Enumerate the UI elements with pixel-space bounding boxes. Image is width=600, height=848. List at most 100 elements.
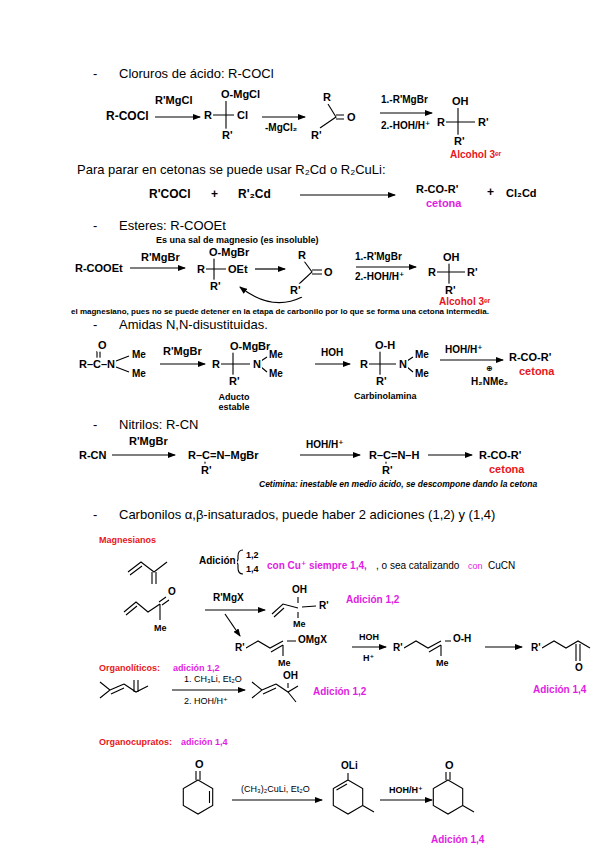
- reaction-arrow: [440, 359, 503, 360]
- bond-lines: [542, 641, 590, 661]
- text-label: H⁺: [362, 653, 375, 663]
- reaction-arrow: [130, 267, 185, 268]
- text-label: Adición 1,4: [532, 684, 587, 696]
- text-label: +: [210, 188, 219, 202]
- reaction-arrow: [300, 454, 360, 455]
- text-label: 2.-HOH/H⁺: [380, 120, 431, 132]
- chemical-bonds: [97, 101, 590, 814]
- text-label: R': [200, 464, 213, 477]
- reaction-arrow: [380, 799, 432, 800]
- text-label: 1,2: [245, 550, 260, 560]
- text-label: -: [92, 418, 98, 433]
- bond-lines: [205, 461, 386, 464]
- text-label: HOH/H⁺: [444, 344, 484, 356]
- reaction-arrow: [112, 454, 175, 455]
- text-label: R': [392, 642, 404, 654]
- text-label: CuCN: [487, 560, 516, 572]
- reaction-arrow: [225, 614, 240, 636]
- text-label: Esteres: R-COOEt: [118, 219, 227, 234]
- text-label: Es una sal de magnesio (es insoluble): [155, 235, 320, 245]
- text-label: O-H: [374, 339, 396, 352]
- text-label: OMgX: [297, 634, 328, 646]
- text-label: R': [221, 129, 234, 142]
- text-label: R–C–N: [78, 358, 116, 371]
- text-label: R'MgBr: [128, 435, 169, 448]
- text-label: R: [211, 358, 221, 371]
- reaction-arrow: [356, 266, 416, 267]
- text-label: R': [444, 284, 457, 297]
- text-label: Adición: [198, 555, 237, 567]
- text-label: R': [310, 129, 323, 142]
- text-label: R': [381, 464, 394, 477]
- text-label: Me: [268, 368, 284, 380]
- text-label: OH: [282, 670, 299, 682]
- text-label: R'₂Cd: [237, 188, 272, 202]
- bond-lines: [124, 597, 169, 620]
- bond-lines: [128, 562, 167, 584]
- text-label: O-H: [452, 633, 472, 645]
- text-label: O: [574, 662, 584, 674]
- text-label: el magnesiano, pues no se puede detener …: [70, 307, 490, 316]
- text-label: HOH: [320, 347, 344, 359]
- text-label: Me: [292, 619, 307, 629]
- text-label: 1. CH₃Li, Et₂O: [183, 674, 243, 684]
- bond-lines: [404, 641, 451, 656]
- text-label: Me: [435, 658, 450, 668]
- text-label: R: [196, 263, 206, 276]
- ring: [433, 772, 474, 814]
- text-label: R'MgBr: [140, 251, 181, 264]
- text-label: Me: [414, 349, 430, 361]
- text-label: N: [398, 358, 408, 371]
- text-label: R: [436, 116, 446, 129]
- text-label: Aducto estable: [208, 392, 260, 413]
- text-label: Alcohol 3ᵉʳ: [438, 296, 491, 308]
- text-label: O-MgCl: [220, 88, 261, 101]
- text-label: cetona: [518, 365, 555, 378]
- text-label: O-MgBr: [208, 246, 250, 259]
- reaction-arrow: [172, 689, 245, 690]
- text-label: Me: [277, 658, 292, 668]
- text-label: H₂NMe₂: [470, 376, 509, 388]
- text-label: HOH/H⁺: [388, 785, 424, 795]
- bond-lines: [211, 101, 475, 135]
- bond-lines: [205, 258, 465, 284]
- text-label: HOH/H⁺: [305, 439, 345, 451]
- text-label: R': [466, 266, 479, 279]
- text-label: R': [234, 642, 246, 654]
- text-label: R': [477, 116, 490, 129]
- reaction-arrow: [255, 268, 285, 269]
- text-label: O: [194, 758, 205, 771]
- text-label: Alcohol 3ᵉʳ: [449, 149, 502, 161]
- text-label: -: [92, 508, 98, 523]
- text-label: O: [167, 586, 177, 598]
- text-label: Me: [414, 368, 430, 380]
- text-label: con: [467, 561, 484, 571]
- text-label: R-CO-R': [415, 183, 459, 196]
- text-label: con Cu⁺ siempre 1,4,: [266, 560, 368, 572]
- reaction-arrow: [160, 363, 205, 364]
- text-label: Me: [268, 349, 284, 361]
- reaction-arrow: [380, 112, 432, 113]
- bond-lines: [252, 682, 298, 702]
- text-label: cetona: [488, 463, 525, 476]
- text-label: 1.-R'MgBr: [354, 251, 403, 263]
- text-label: adición 1,4: [180, 737, 229, 747]
- text-label: R: [203, 109, 213, 122]
- text-label: R-CN: [78, 449, 108, 462]
- text-label: 1.-R'MgBr: [380, 94, 429, 106]
- text-label: R'MgX: [212, 592, 245, 604]
- text-label: Magnesianos: [98, 535, 157, 545]
- text-label: (CH₃)₂CuLi, Et₂O: [240, 784, 311, 794]
- text-label: 1,4: [245, 564, 260, 574]
- text-label: R': [530, 642, 542, 654]
- bond-lines: [246, 641, 296, 656]
- reaction-arrow: [155, 116, 200, 117]
- text-label: Adición 1,2: [312, 686, 367, 698]
- text-label: R: [297, 249, 307, 262]
- text-label: O: [97, 339, 108, 352]
- reaction-arrow: [485, 646, 522, 647]
- text-label: R'MgCl: [154, 94, 193, 107]
- text-label: O: [346, 111, 357, 124]
